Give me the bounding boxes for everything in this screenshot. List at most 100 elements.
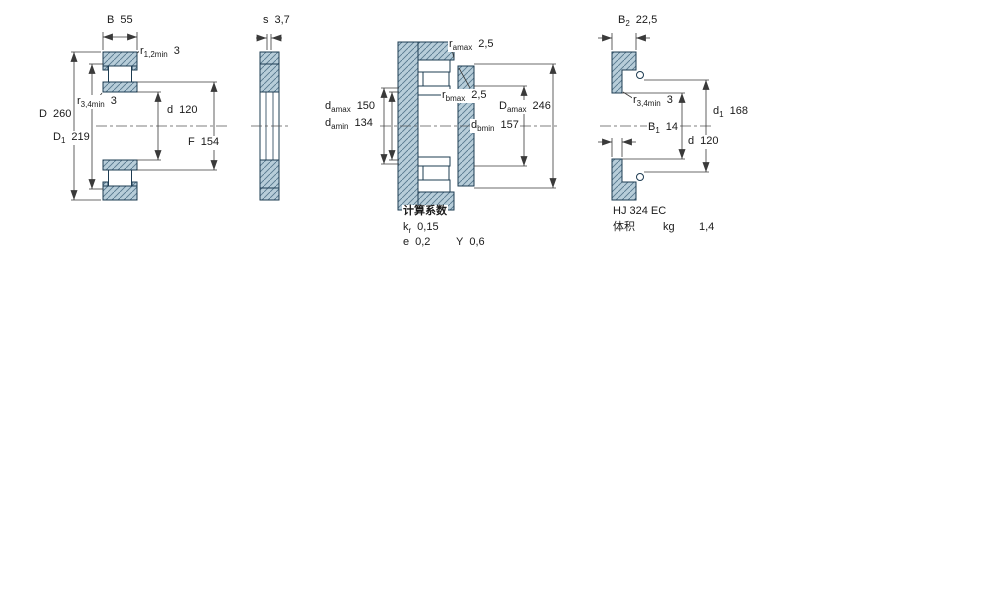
- symbol: Y: [456, 236, 464, 248]
- value: 0,6: [469, 236, 485, 248]
- calculation-factors-title: 计算系数: [402, 205, 448, 218]
- outer-ring-rib: [131, 65, 138, 71]
- outer-ring-rib: [102, 181, 109, 187]
- roller-top: [108, 65, 132, 83]
- bearing-side-view: [251, 34, 291, 201]
- value: 3: [110, 95, 117, 107]
- dim-label-r12min: r1,2min 3: [139, 45, 181, 60]
- dim-label-s: s 3,7: [262, 14, 291, 29]
- symbol: B: [648, 121, 656, 133]
- value: 3: [173, 45, 180, 57]
- inner-ring-top-section: [102, 81, 138, 93]
- dim-label-r34min: r3,4min 3: [76, 95, 118, 110]
- subscript: amax: [506, 105, 527, 115]
- value: 2,5: [471, 89, 487, 101]
- outer-ring-top: [417, 59, 451, 73]
- value: 120: [179, 104, 198, 116]
- ring-top-section: [259, 51, 280, 93]
- symbol: D: [39, 108, 47, 120]
- dim-label-B2: B2 22,5: [617, 14, 659, 29]
- symbol: k: [403, 221, 409, 233]
- dim-label-r34min-hj: r3,4min 3: [632, 94, 674, 109]
- factor-Y: Y 0,6: [455, 236, 486, 251]
- angle-ring-top-section: [611, 51, 637, 94]
- inner-ring-bottom-section: [102, 159, 138, 171]
- subscript: bmin: [477, 124, 495, 134]
- angle-ring-view: [598, 33, 714, 201]
- factor-kr: kr 0,15: [402, 221, 440, 236]
- subscript: 3,4min: [636, 99, 661, 109]
- dim-label-d: d 120: [166, 104, 199, 119]
- subscript: 3,4min: [80, 100, 105, 110]
- symbol: F: [188, 136, 195, 148]
- mass-unit: kg: [662, 221, 676, 234]
- subscript: 1: [655, 126, 660, 136]
- dim-label-D1: D1 219: [52, 131, 91, 146]
- value: 0,2: [415, 236, 431, 248]
- symbol: r: [140, 45, 144, 57]
- drawing-svg: [70, 32, 714, 211]
- dim-label-rbmax: rbmax 2,5: [441, 89, 488, 104]
- symbol: D: [499, 100, 507, 112]
- subscript: 1: [60, 136, 66, 146]
- angle-ring-bottom-section: [611, 158, 637, 201]
- symbol: d: [167, 104, 174, 116]
- symbol: d: [713, 105, 720, 117]
- symbol: d: [688, 135, 695, 147]
- symbol: D: [53, 131, 61, 143]
- roller-bottom: [422, 165, 450, 181]
- value: 246: [532, 100, 551, 112]
- symbol: d: [471, 119, 478, 131]
- symbol: e: [403, 236, 410, 248]
- dim-label-D: D 260: [38, 108, 73, 123]
- dim-label-F: F 154: [187, 136, 221, 151]
- mass-value: 1,4: [698, 221, 716, 234]
- value: 3,7: [274, 14, 290, 26]
- roller-contact-top: [636, 71, 644, 79]
- dim-label-d-hj: d 120: [687, 135, 720, 150]
- factor-e: e 0,2: [402, 236, 432, 251]
- bearing-cross-section-view: [70, 32, 228, 201]
- subscript: amax: [452, 43, 473, 53]
- value: 14: [665, 121, 679, 133]
- value: 120: [700, 135, 719, 147]
- symbol: r: [633, 94, 637, 106]
- symbol: r: [449, 38, 453, 50]
- symbol: s: [263, 14, 269, 26]
- subscript: 1: [719, 110, 724, 120]
- symbol: d: [325, 100, 332, 112]
- roller-contact-bottom: [636, 173, 644, 181]
- value: 219: [71, 131, 90, 143]
- value: 2,5: [478, 38, 494, 50]
- symbol: B: [107, 14, 115, 26]
- mass-label: 体积: [612, 221, 636, 234]
- value: 134: [354, 117, 373, 129]
- subscript: r: [408, 226, 412, 236]
- outer-ring-bottom-section: [102, 185, 138, 201]
- symbol: r: [77, 95, 81, 107]
- dimension-lines: [598, 33, 710, 173]
- symbol: r: [442, 89, 446, 101]
- inner-ring-bottom: [417, 156, 451, 167]
- subscript: 1,2min: [143, 50, 168, 60]
- value: 154: [200, 136, 220, 148]
- symbol: B: [618, 14, 626, 26]
- value: 0,15: [417, 221, 439, 233]
- ring-bottom-section: [259, 159, 280, 201]
- dimension-lines: [256, 34, 282, 50]
- subscript: amax: [331, 105, 351, 115]
- value: 260: [52, 108, 72, 120]
- subscript: bmax: [445, 94, 466, 104]
- subscript: amin: [331, 122, 349, 132]
- angle-ring-designation: HJ 324 EC: [612, 205, 668, 218]
- outer-ring-rib: [102, 65, 109, 71]
- value: 3: [666, 94, 673, 106]
- dimension-lines: [380, 49, 557, 189]
- subscript: 2: [625, 19, 630, 29]
- value: 22,5: [635, 14, 658, 26]
- roller-bottom: [108, 169, 132, 187]
